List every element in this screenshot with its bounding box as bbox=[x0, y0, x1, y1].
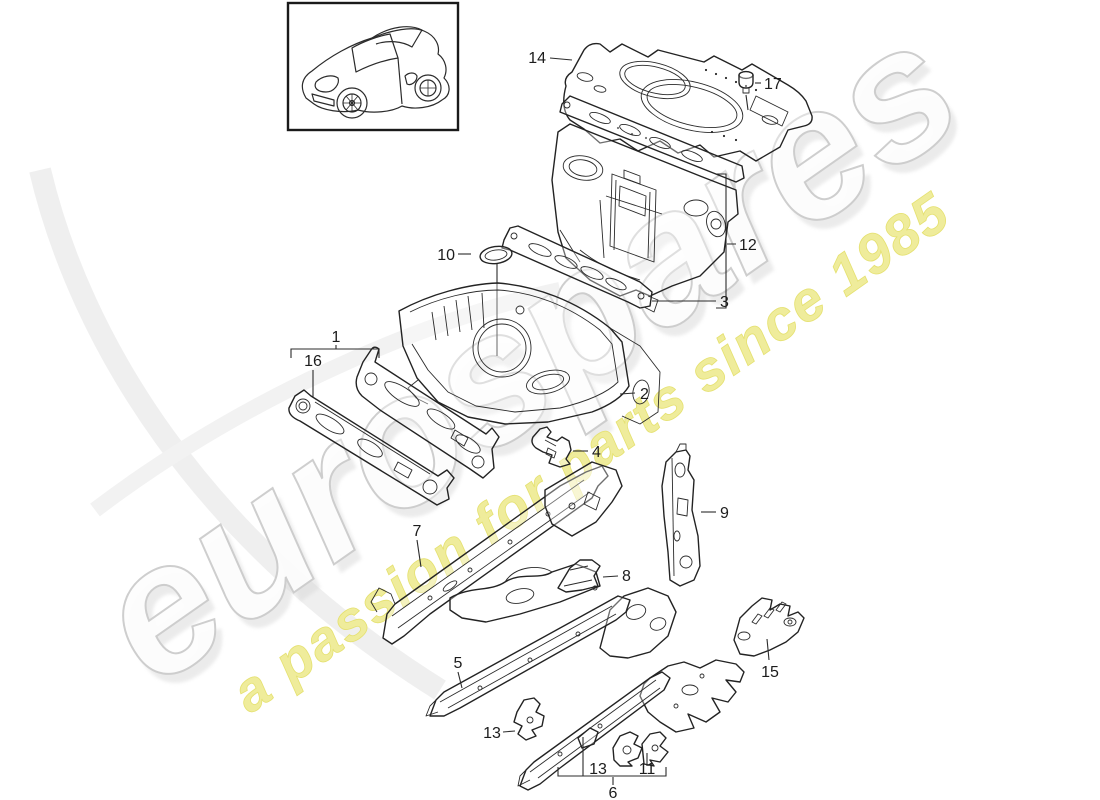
part-8 bbox=[557, 559, 601, 593]
callout-15-label: 15 bbox=[761, 664, 779, 681]
callout-15: 15 bbox=[761, 638, 779, 681]
callout-1-label: 1 bbox=[332, 329, 341, 346]
callout-14-label: 14 bbox=[528, 50, 546, 67]
callout-13-bracket-label: 13 bbox=[589, 761, 607, 778]
callout-16-label: 16 bbox=[304, 353, 322, 370]
callout-9-label: 9 bbox=[720, 505, 729, 522]
part-11 bbox=[612, 731, 669, 767]
callout-10: 10 bbox=[437, 247, 471, 264]
callout-2: 2 bbox=[619, 386, 649, 403]
callout-5: 5 bbox=[454, 655, 463, 689]
part-17 bbox=[738, 70, 754, 111]
part-16 bbox=[288, 389, 455, 506]
callout-5-label: 5 bbox=[454, 655, 463, 672]
callout-16: 16 bbox=[304, 353, 322, 397]
callout-6-bracket: 13 11 6 bbox=[557, 737, 667, 800]
callout-2-label: 2 bbox=[640, 386, 649, 403]
callout-12: 12 bbox=[716, 173, 757, 309]
watermark-swoosh-2 bbox=[90, 282, 562, 517]
car-thumbnail bbox=[286, 1, 460, 132]
part-14 bbox=[563, 42, 813, 162]
part-1 bbox=[355, 346, 500, 479]
callout-13-left: 13 bbox=[483, 725, 516, 742]
callout-7-label: 7 bbox=[413, 523, 422, 540]
callout-11-label: 11 bbox=[639, 761, 656, 778]
part-5 bbox=[425, 587, 677, 717]
watermark-swoosh bbox=[29, 167, 446, 700]
part-6 bbox=[517, 659, 745, 791]
callout-9: 9 bbox=[701, 505, 729, 522]
callout-6-label: 6 bbox=[609, 785, 618, 800]
callout-1: 1 bbox=[290, 329, 380, 358]
part-4 bbox=[531, 426, 572, 468]
part-2 bbox=[398, 282, 661, 425]
callout-17-label: 17 bbox=[764, 76, 782, 93]
callout-14: 14 bbox=[528, 50, 573, 67]
callout-3-label: 3 bbox=[720, 294, 729, 311]
part-13 bbox=[513, 697, 545, 741]
callout-4-label: 4 bbox=[592, 444, 601, 461]
callout-7: 7 bbox=[413, 523, 422, 568]
part-10 bbox=[479, 245, 513, 356]
callout-8: 8 bbox=[602, 568, 631, 585]
part-12 bbox=[551, 95, 745, 297]
part-9 bbox=[661, 443, 701, 587]
part-3 bbox=[501, 225, 659, 313]
callout-3: 3 bbox=[652, 294, 729, 311]
callout-17: 17 bbox=[755, 76, 782, 93]
car-illustration bbox=[301, 26, 450, 119]
car-thumbnail-border bbox=[286, 1, 460, 132]
part-7 bbox=[370, 461, 623, 645]
callout-10-label: 10 bbox=[437, 247, 455, 264]
callout-13-left-label: 13 bbox=[483, 725, 501, 742]
callout-4: 4 bbox=[573, 444, 601, 461]
callout-8-label: 8 bbox=[622, 568, 631, 585]
part-15 bbox=[733, 597, 805, 657]
callout-12-label: 12 bbox=[739, 237, 757, 254]
